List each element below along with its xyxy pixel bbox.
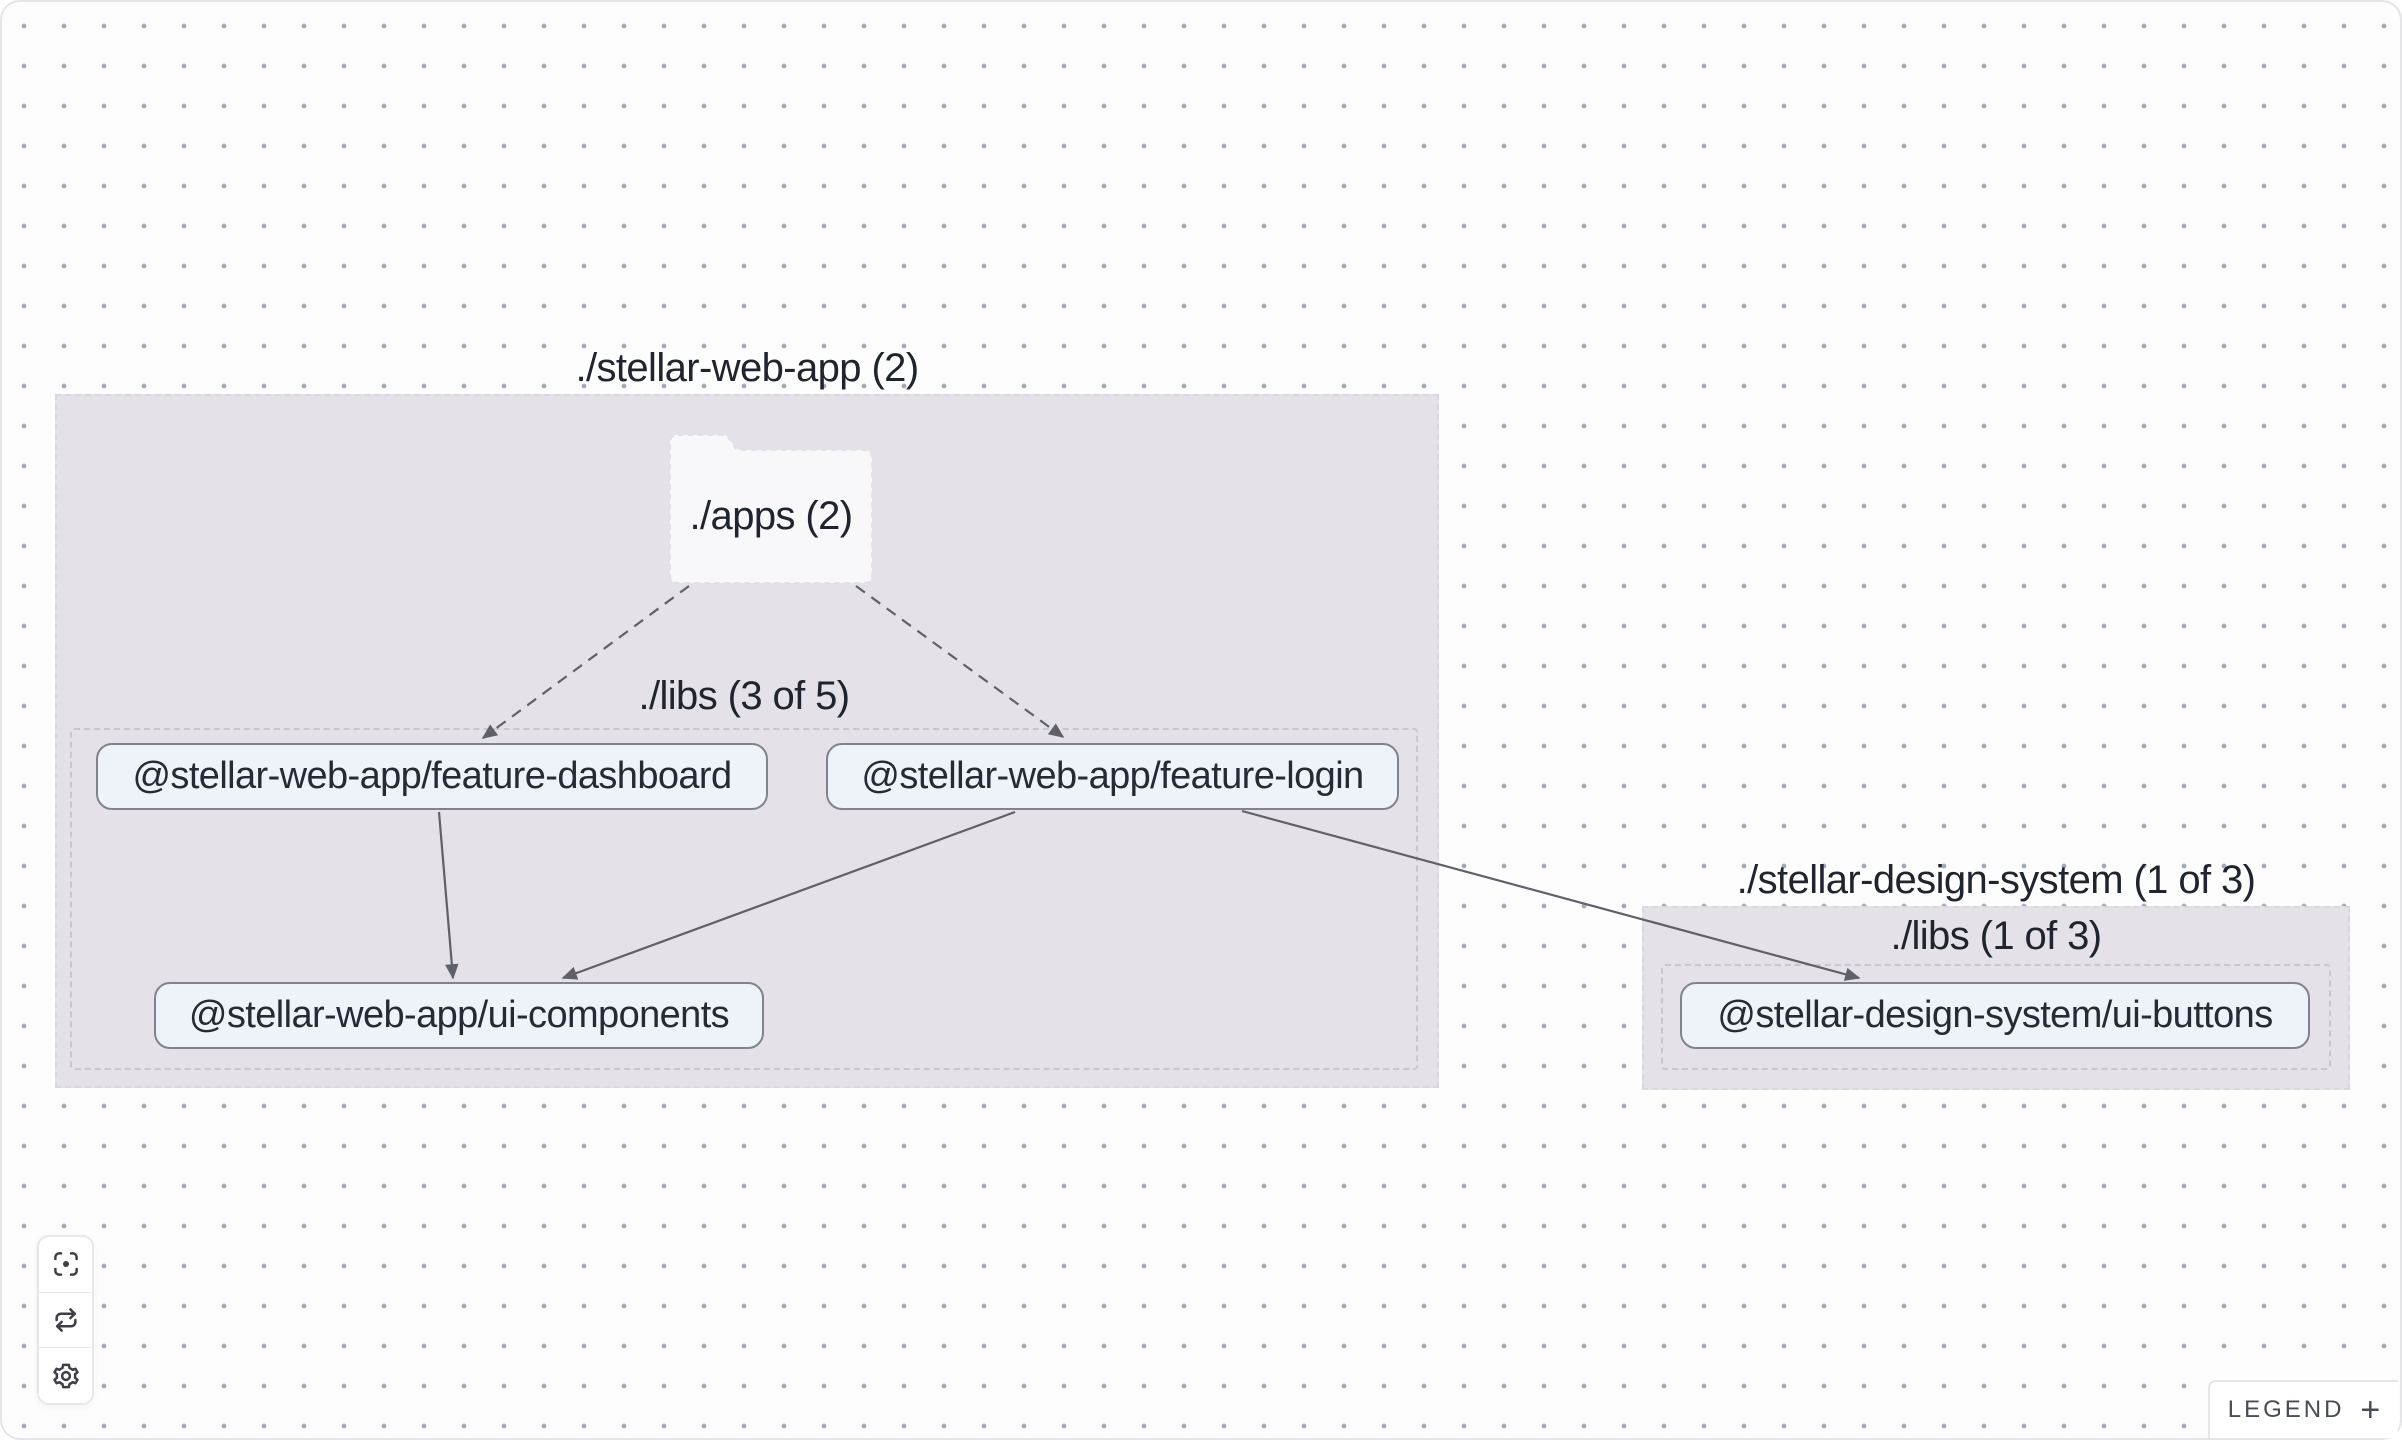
libs-label-stellar-web-app: ./libs (3 of 5) (70, 672, 1418, 720)
graph-settings-button[interactable] (39, 1347, 92, 1403)
plus-icon: + (2360, 1393, 2380, 1427)
refresh-graph-button[interactable] (39, 1292, 92, 1348)
center-graph-button[interactable] (39, 1237, 92, 1292)
project-node-ui-buttons[interactable]: @stellar-design-system/ui-buttons (1680, 982, 2310, 1049)
refresh-icon (51, 1305, 81, 1335)
legend-toggle-button[interactable]: LEGEND + (2208, 1380, 2398, 1438)
project-node-feature-login[interactable]: @stellar-web-app/feature-login (826, 743, 1399, 810)
project-node-ui-components[interactable]: @stellar-web-app/ui-components (154, 982, 764, 1049)
project-node-feature-dashboard[interactable]: @stellar-web-app/feature-dashboard (96, 743, 768, 810)
legend-label: LEGEND (2228, 1396, 2345, 1424)
folder-label-apps: ./apps (2) (670, 492, 872, 540)
focus-icon (51, 1249, 81, 1279)
group-label-stellar-design-system: ./stellar-design-system (1 of 3) (1642, 856, 2350, 904)
gear-icon (51, 1361, 81, 1391)
libs-label-stellar-design-system: ./libs (1 of 3) (1661, 912, 2331, 960)
graph-control-rail (37, 1235, 94, 1405)
group-label-stellar-web-app: ./stellar-web-app (2) (55, 344, 1439, 392)
